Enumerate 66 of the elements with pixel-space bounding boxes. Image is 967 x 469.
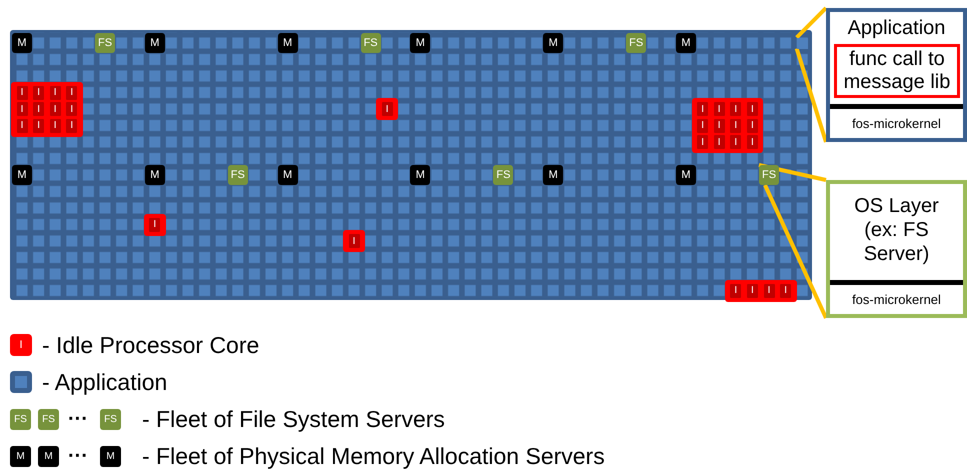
idle-core-cell: I — [730, 102, 742, 116]
memory-server-cell: M — [144, 33, 165, 53]
memory-server-swatch: M — [38, 446, 59, 467]
idle-core-swatch: I — [10, 334, 32, 356]
file-server-cell: FS — [360, 33, 381, 53]
file-server-cell: FS — [493, 165, 514, 185]
idle-core-cell: I — [33, 86, 44, 100]
idle-core-cell: I — [33, 118, 44, 132]
idle-core-cell: I — [780, 284, 792, 298]
memory-server-cell: M — [676, 33, 696, 53]
file-server-cell: FS — [95, 33, 115, 53]
idle-core-cell: I — [746, 135, 758, 149]
memory-server-cell: M — [12, 165, 32, 185]
idle-core-cell: I — [66, 102, 78, 116]
memory-server-cell: M — [144, 165, 165, 185]
leader-line — [794, 48, 828, 143]
leader-line — [763, 184, 828, 319]
idle-core-cell: I — [697, 135, 708, 149]
layer-title: Application — [846, 16, 946, 40]
legend-text: - Idle Processor Core — [42, 332, 260, 359]
layer-title: OS Layer (ex: FS Server) — [853, 194, 940, 266]
kernel-label: fos-microkernel — [851, 116, 942, 131]
application-layer-box — [826, 8, 967, 142]
file-server-swatch: FS — [10, 409, 31, 430]
file-server-cell: FS — [759, 165, 779, 185]
idle-core-cell: I — [348, 234, 360, 248]
file-server-swatch: FS — [38, 409, 59, 430]
leader-line — [758, 163, 826, 182]
legend-text: - Application — [42, 369, 168, 396]
memory-server-cell: M — [676, 165, 696, 185]
memory-server-cell: M — [410, 33, 430, 53]
os-layer-box — [826, 180, 967, 318]
idle-core-cell: I — [33, 102, 44, 116]
memory-server-cell: M — [543, 33, 564, 53]
idle-core-cell: I — [730, 135, 742, 149]
memory-server-cell: M — [543, 165, 564, 185]
idle-core-cell: I — [50, 102, 61, 116]
idle-core-cell: I — [382, 102, 393, 116]
idle-core-cell: I — [149, 218, 160, 232]
leader-line — [795, 6, 828, 39]
idle-core-cell: I — [714, 135, 725, 149]
legend-text: - Fleet of File System Servers — [142, 406, 445, 433]
legend-text: - Fleet of Physical Memory Allocation Servers — [142, 443, 605, 469]
memory-server-swatch: M — [100, 446, 121, 467]
idle-core-cell: I — [730, 118, 742, 132]
memory-server-cell: M — [278, 165, 298, 185]
idle-core-cell: I — [730, 284, 742, 298]
file-server-cell: FS — [626, 33, 646, 53]
idle-core-cell: I — [697, 102, 708, 116]
memory-server-swatch: M — [10, 446, 31, 467]
ellipsis: ··· — [67, 444, 89, 468]
kernel-label: fos-microkernel — [851, 292, 942, 307]
memory-server-cell: M — [278, 33, 298, 53]
file-server-swatch: FS — [100, 409, 121, 430]
memory-server-cell: M — [410, 165, 430, 185]
idle-core-cell: I — [66, 118, 78, 132]
idle-core-cell: I — [66, 86, 78, 100]
idle-core-cell: I — [714, 102, 725, 116]
idle-core-cell: I — [746, 102, 758, 116]
idle-core-cell: I — [697, 118, 708, 132]
memory-server-cell: M — [12, 33, 32, 53]
message-call-box: func call to message lib — [834, 44, 960, 98]
ellipsis: ··· — [67, 407, 89, 431]
file-server-cell: FS — [228, 165, 248, 185]
idle-core-cell: I — [16, 102, 28, 116]
processor-grid — [10, 30, 812, 300]
